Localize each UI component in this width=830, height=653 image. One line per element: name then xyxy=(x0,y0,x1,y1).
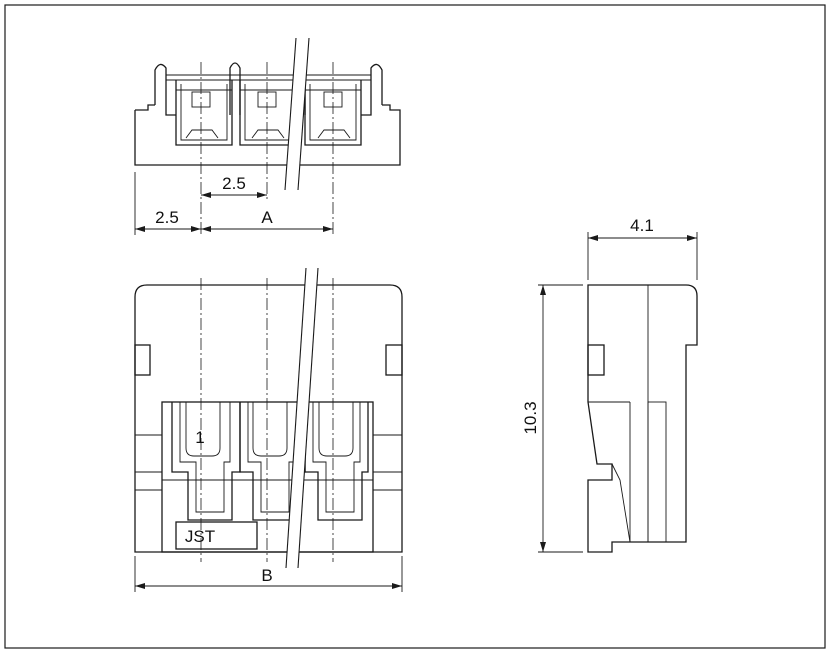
pin-one-label: 1 xyxy=(195,428,204,447)
jst-brand-label: JST xyxy=(185,527,215,546)
drawing-frame xyxy=(4,4,826,649)
front-dimension-b xyxy=(134,556,403,592)
top-dimensions xyxy=(134,172,333,235)
dim-depth-label: 4.1 xyxy=(630,216,654,235)
top-view xyxy=(134,37,401,235)
dim-a-label: A xyxy=(261,208,273,227)
dim-height-label: 10.3 xyxy=(521,401,540,434)
side-dimensions xyxy=(538,232,698,553)
side-view xyxy=(587,284,698,553)
dim-edge-label: 2.5 xyxy=(155,208,179,227)
dim-b-label: B xyxy=(261,566,272,585)
front-view xyxy=(134,267,403,569)
dim-pitch-label: 2.5 xyxy=(222,174,246,193)
